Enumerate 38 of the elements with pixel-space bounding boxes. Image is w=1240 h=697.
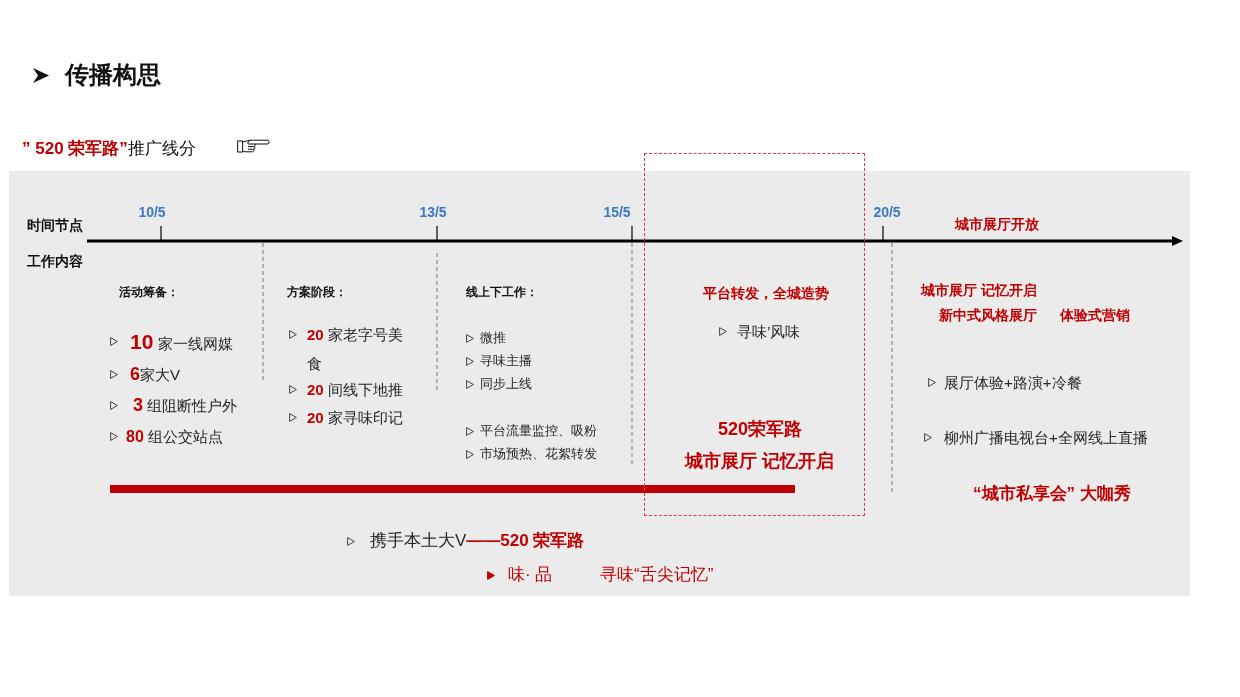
date-label: 20/5 [873, 203, 901, 223]
milestone-label: 城市展厅开放 [955, 215, 1039, 235]
list-item: 80 组公交站点 [126, 426, 223, 447]
list-item: 20 家寻味印记 [307, 407, 403, 428]
highlight-text: 520荣军路 [718, 418, 802, 442]
highlight-heading: 平台转发，全城造势 [703, 284, 829, 304]
date-label: 15/5 [603, 203, 631, 223]
slogan-text: 寻味“舌尖记忆” [600, 564, 714, 587]
list-item: 携手本土大V——520 荣军路 [370, 530, 585, 553]
list-item: 同步上线 [480, 374, 532, 393]
highlight-box [644, 153, 865, 516]
list-item: 柳州广播电视台+全网线上直播 [944, 427, 1148, 448]
row-heading: 工作内容 [27, 252, 83, 272]
phase-heading: 活动筹备： [119, 283, 179, 301]
list-item: 20 间线下地推 [307, 379, 403, 400]
list-item: 6家大V [130, 363, 181, 385]
row-heading: 时间节点 [27, 216, 83, 236]
subtitle: ” 520 荣军路”推广线分 [22, 138, 196, 161]
list-item: 展厅体验+路演+冷餐 [944, 372, 1082, 393]
slogan-text: 味· 品 [508, 564, 553, 587]
phase-heading: 线上下工作： [466, 283, 538, 301]
list-item: 微推 [480, 328, 506, 347]
list-item: 3 组阻断性户外 [133, 394, 238, 416]
list-item: 市场预热、花絮转发 [480, 444, 597, 463]
list-item: 平台流量监控、吸粉 [480, 421, 597, 440]
highlight-text: 体验式营销 [1060, 306, 1130, 326]
list-item: 寻味主播 [480, 351, 532, 370]
highlight-text: 城市展厅 记忆开启 [921, 281, 1037, 301]
highlight-text: “城市私享会” 大咖秀 [973, 483, 1131, 506]
highlight-text: 城市展厅 记忆开启 [685, 450, 835, 474]
list-item: 寻味’风味 [737, 321, 801, 342]
highlight-text: 新中式风格展厅 [939, 306, 1037, 326]
phase-heading: 方案阶段： [287, 283, 347, 301]
slide-title: 传播构思 [65, 60, 161, 90]
date-label: 13/5 [419, 203, 447, 223]
list-item: 20 家老字号美食 [307, 324, 404, 374]
list-item: 10 家一线网媒 [130, 330, 233, 354]
date-label: 10/5 [138, 203, 166, 223]
